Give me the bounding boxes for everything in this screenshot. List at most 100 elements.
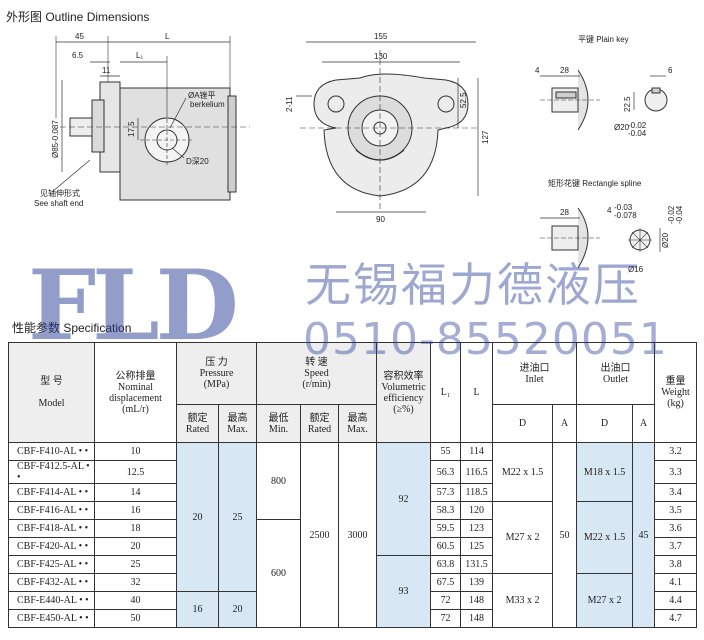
- l-cell: 116.5: [460, 460, 494, 484]
- model-cell: CBF-E450-AL • •: [8, 609, 95, 628]
- svg-text:-0.02: -0.02: [628, 121, 647, 130]
- inlet-d-cell: M27 x 2: [492, 501, 554, 574]
- weight-cell: 3.2: [654, 442, 698, 461]
- side-view-labels: 45 L 6.5 L₁ 11 17.5 Ø85-0.087 ØA锉平 berke…: [34, 32, 225, 208]
- model-cell: CBF-F412.5-AL • •: [8, 460, 95, 484]
- svg-text:28: 28: [560, 208, 569, 217]
- svg-text:-0.04: -0.04: [628, 129, 647, 138]
- l-cell: 148: [460, 591, 494, 610]
- pressure-rated-cell: 16: [176, 591, 219, 628]
- svg-text:45: 45: [75, 32, 84, 41]
- outlet-d-header: D: [576, 404, 634, 443]
- svg-text:6.5: 6.5: [72, 51, 84, 60]
- weight-cell: 3.6: [654, 519, 698, 538]
- displacement-cell: 16: [94, 501, 177, 520]
- speed-rated-cell: 2500: [300, 442, 340, 628]
- svg-text:Ø85-0.087: Ø85-0.087: [51, 120, 60, 158]
- svg-text:D深20: D深20: [186, 157, 209, 166]
- inlet-d-cell: M33 x 2: [492, 573, 554, 628]
- svg-text:See shaft end: See shaft end: [34, 199, 83, 208]
- specification-heading: 性能参数 Specification: [12, 321, 132, 335]
- svg-text:22.5: 22.5: [623, 96, 632, 112]
- pressure-max-cell: 25: [217, 442, 258, 592]
- efficiency-cell: 92: [376, 442, 432, 556]
- displacement-cell: 50: [94, 609, 177, 628]
- l1-cell: 60.5: [430, 537, 462, 556]
- speed-max-cell: 3000: [338, 442, 378, 628]
- table-row: CBF-F416-AL • • 16 58.3 120 M27 x 2 M22 …: [8, 501, 698, 574]
- svg-text:berkelium: berkelium: [190, 100, 225, 109]
- table-row: CBF-F418-AL • • 18 600 59.5 123 3.6: [8, 519, 698, 628]
- l1-cell: 63.8: [430, 555, 462, 574]
- weight-cell: 4.1: [654, 573, 698, 592]
- displacement-cell: 25: [94, 555, 177, 574]
- front-view-drawing: [296, 41, 480, 213]
- weight-cell: 3.7: [654, 537, 698, 556]
- l-cell: 131.5: [460, 555, 494, 574]
- l-cell: 114: [460, 442, 494, 461]
- rectangle-spline-labels: 矩形花键 Rectangle spline 28 4 -0.03 -0.078 …: [548, 178, 684, 274]
- weight-cell: 3.3: [654, 460, 698, 484]
- model-cell: CBF-F420-AL • •: [8, 537, 95, 556]
- svg-text:-0.02: -0.02: [667, 205, 676, 224]
- l1-cell: 57.3: [430, 483, 462, 502]
- table-row: CBF-F410-AL • • 10 20 25 800 2500 3000 9…: [8, 442, 698, 628]
- model-cell: CBF-F425-AL • •: [8, 555, 95, 574]
- displacement-cell: 40: [94, 591, 177, 610]
- outlet-a-header: A: [632, 404, 656, 443]
- l1-cell: 58.3: [430, 501, 462, 520]
- outlet-d-cell: M22 x 1.5: [576, 501, 634, 574]
- pressure-rated-cell: 20: [176, 442, 219, 592]
- svg-text:130: 130: [374, 52, 388, 61]
- speed-min-cell: 600: [256, 519, 302, 628]
- side-view-drawing: [51, 36, 250, 201]
- l1-header: L₁: [430, 342, 462, 443]
- displacement-cell: 32: [94, 573, 177, 592]
- model-cell: CBF-F414-AL • •: [8, 483, 95, 502]
- svg-text:L₁: L₁: [136, 51, 143, 60]
- svg-text:2-11: 2-11: [285, 96, 294, 112]
- model-cell: CBF-F416-AL • •: [8, 501, 95, 520]
- pressure-max-cell: 20: [217, 591, 258, 628]
- inlet-d-header: D: [492, 404, 554, 443]
- l1-cell: 56.3: [430, 460, 462, 484]
- svg-text:90: 90: [376, 215, 385, 224]
- displacement-cell: 10: [94, 442, 177, 461]
- model-cell: CBF-E440-AL • •: [8, 591, 95, 610]
- displacement-cell: 14: [94, 483, 177, 502]
- l1-cell: 67.5: [430, 573, 462, 592]
- svg-text:52.5: 52.5: [459, 92, 468, 108]
- inlet-a-cell: 50: [552, 442, 578, 628]
- l-cell: 120: [460, 501, 494, 520]
- table-row: CBF-F414-AL • • 14 57.3 118.5 3.4: [8, 483, 698, 502]
- svg-text:11: 11: [102, 66, 111, 75]
- weight-cell: 4.7: [654, 609, 698, 628]
- svg-text:L: L: [165, 32, 170, 41]
- svg-text:127: 127: [481, 130, 490, 144]
- outline-dimensions-heading: 外形图 Outline Dimensions: [6, 10, 150, 24]
- outlet-d-cell: M18 x 1.5: [576, 442, 634, 502]
- displacement-cell: 20: [94, 537, 177, 556]
- table-row: CBF-E440-AL • • 40 16 20 72 148 4.4: [8, 591, 698, 628]
- speed-min-cell: 800: [256, 442, 302, 520]
- plain-key-labels: 平键 Plain key 4 28 6 22.5 Ø20 -0.02 -0.04: [535, 34, 673, 138]
- weight-cell: 3.8: [654, 555, 698, 574]
- svg-text:-0.04: -0.04: [675, 205, 684, 224]
- svg-text:-0.078: -0.078: [614, 211, 637, 220]
- l-cell: 139: [460, 573, 494, 592]
- plain-key-drawing: [540, 69, 668, 131]
- svg-text:Ø20: Ø20: [661, 232, 670, 248]
- svg-text:28: 28: [560, 66, 569, 75]
- model-cell: CBF-F410-AL • •: [8, 442, 95, 461]
- model-cell: CBF-F418-AL • •: [8, 519, 95, 538]
- rectangle-spline-drawing: [540, 207, 661, 269]
